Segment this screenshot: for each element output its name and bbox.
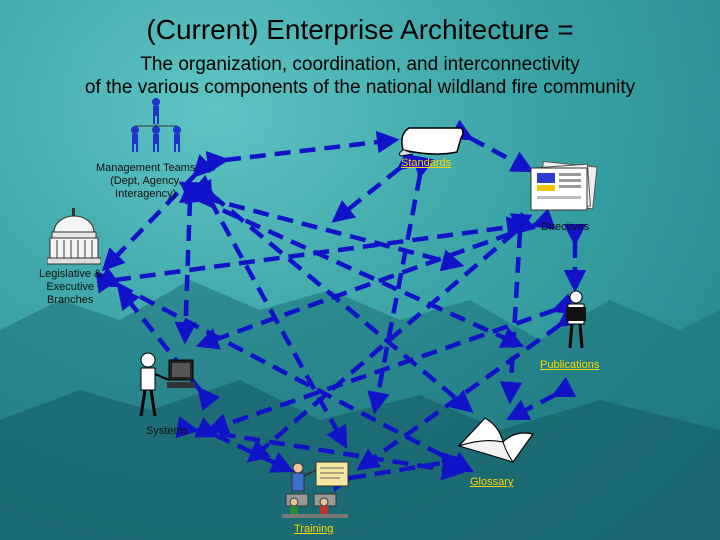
legislative-label: Legislative & Executive Branches [39,268,101,307]
open-book-icon [455,412,537,468]
scroll-document-icon [395,124,467,158]
publications-link[interactable]: Publications [540,359,599,372]
capitol-building-icon [47,208,101,266]
person-computer-icon [133,352,199,418]
arrow-mgmt-center [205,198,460,265]
arrow-standards-lower [375,175,420,410]
arrow-directives-glossary [510,232,520,400]
directives-label: Directives [541,221,589,234]
stacked-documents-icon [527,160,599,214]
person-reading-icon [562,290,590,352]
systems-label: Systems [146,425,188,438]
standards-link[interactable]: Standards [401,157,451,170]
classroom-training-icon [280,460,352,522]
glossary-link[interactable]: Glossary [470,476,513,489]
arrow-mgmt-standards [225,140,395,160]
training-link[interactable]: Training [294,523,333,536]
management-teams-label: Management Teams (Dept, Agency, Interage… [96,162,195,201]
arrow-standards-directives [470,138,530,170]
arrow-standards-mid [335,168,400,220]
people-group-icon [125,96,187,156]
